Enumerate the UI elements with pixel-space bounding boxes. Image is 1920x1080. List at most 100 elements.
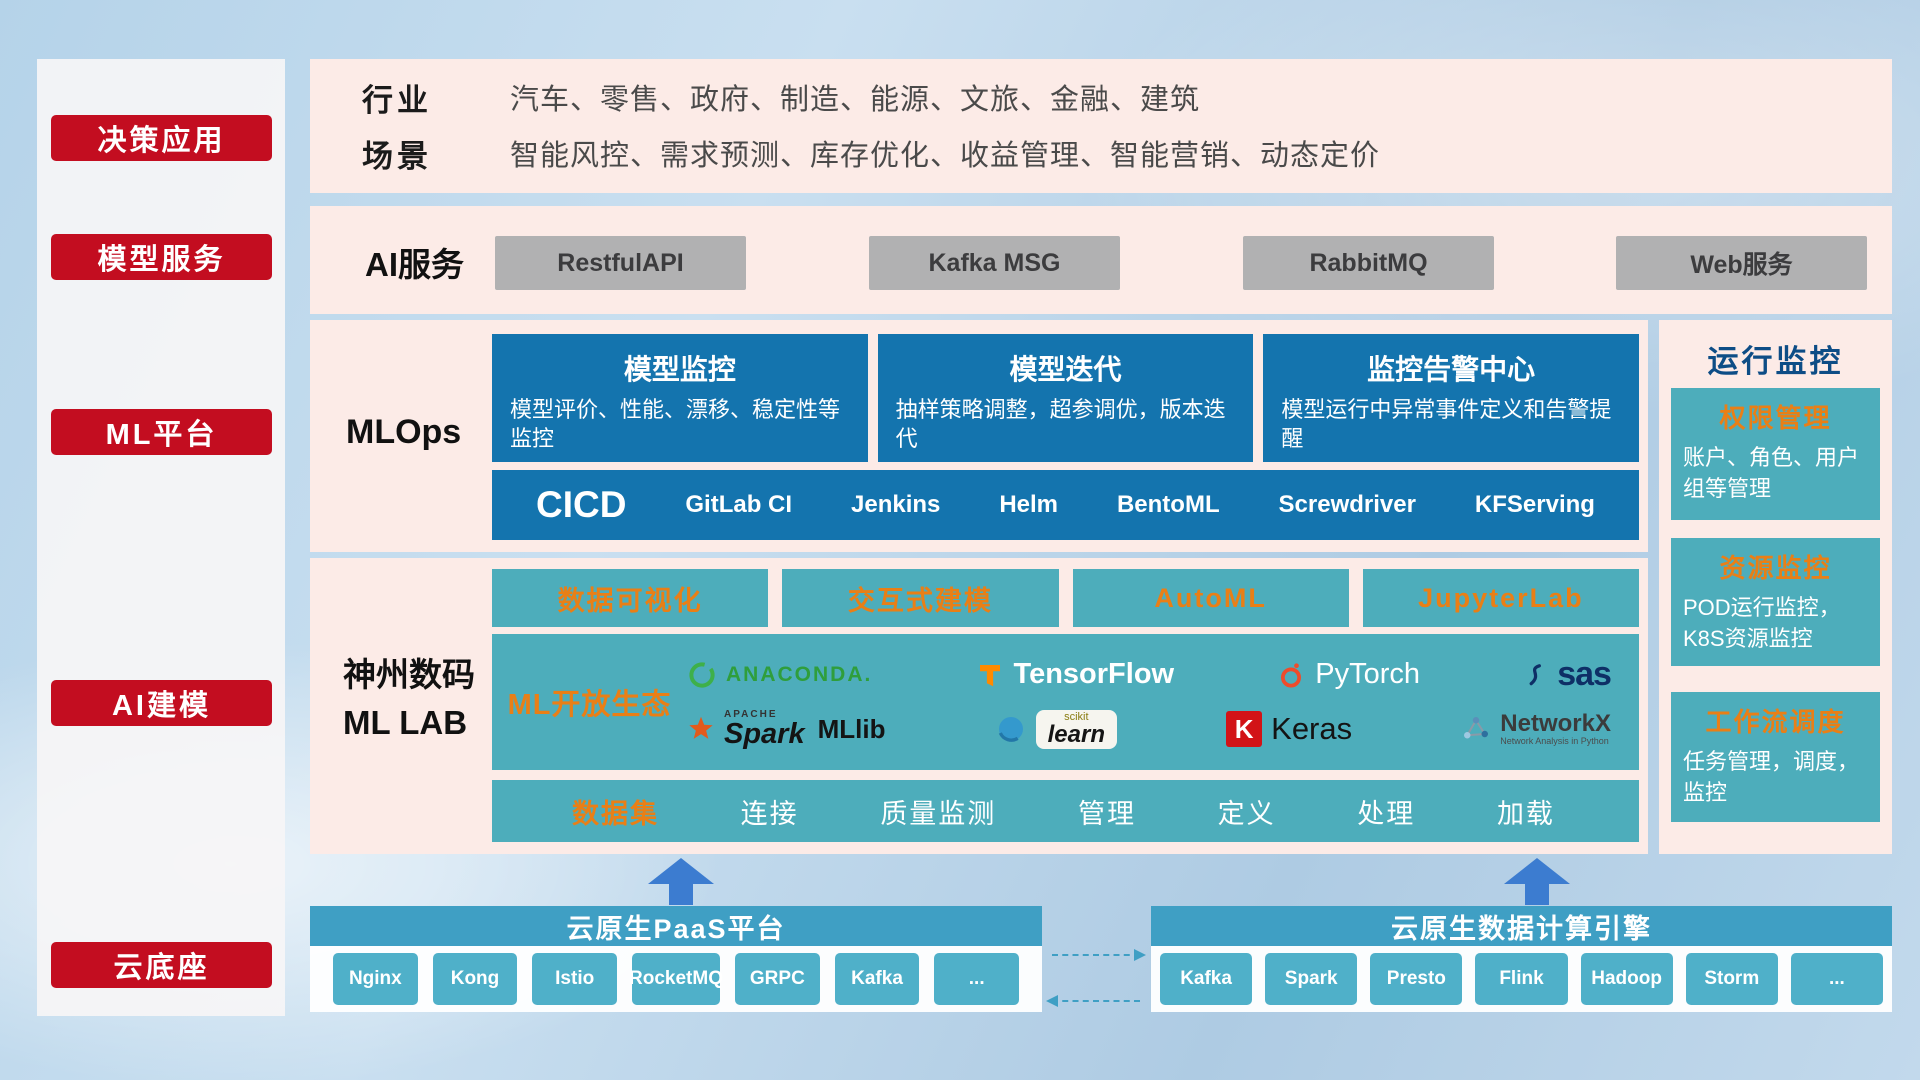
sidebar-item-cloud-base: 云底座 [51, 942, 272, 988]
chip-presto: Presto [1370, 953, 1463, 1005]
networkx-text: NetworkX [1500, 710, 1611, 738]
dataset-bar: 数据集 连接 质量监测 管理 定义 处理 加载 [492, 780, 1639, 842]
card-desc: 任务管理，调度，监控 [1683, 749, 1860, 805]
dataset-item-connect: 连接 [740, 798, 799, 829]
sidebar-item-decision-apps: 决策应用 [51, 115, 272, 161]
ml-lab-label-line1: 神州数码 [343, 656, 475, 693]
tool-automl: AutoML [1072, 569, 1349, 627]
spark-apache-text: APACHE [724, 708, 778, 720]
tool-screwdriver: Screwdriver [1278, 491, 1416, 518]
pytorch-logo: PyTorch [1276, 658, 1420, 691]
service-rabbitmq: RabbitMQ [1243, 236, 1494, 290]
keras-logo: K Keras [1226, 711, 1353, 748]
mllib-text: MLlib [817, 713, 886, 744]
spark-mllib-logo: APACHE Spark MLlib [687, 708, 886, 750]
dashed-arrow-right-icon [1052, 949, 1146, 961]
sidebar: 决策应用 模型服务 ML平台 AI建模 云底座 [37, 59, 285, 1016]
scenario-list: 智能风控、需求预测、库存优化、收益管理、智能营销、动态定价 [510, 140, 1381, 172]
pytorch-text: PyTorch [1315, 658, 1421, 691]
ai-service-label: AI服务 [365, 246, 464, 283]
networkx-logo: NetworkX Network Analysis in Python [1461, 710, 1611, 747]
chip-more: ... [934, 953, 1020, 1005]
card-title: 模型监控 [623, 354, 736, 385]
ml-lab-panel: 神州数码 ML LAB 数据可视化 交互式建模 AutoML JupyterLa… [310, 558, 1648, 854]
sas-icon [1529, 663, 1542, 686]
runtime-monitor-title: 运行监控 [1707, 344, 1844, 379]
tool-bentoml: BentoML [1116, 491, 1220, 518]
scikit-learn-logo: scikit learn [995, 709, 1117, 749]
decision-application-panel: 行业 汽车、零售、政府、制造、能源、文旅、金融、建筑 场景 智能风控、需求预测、… [310, 59, 1892, 193]
dashed-arrow-left-icon [1046, 995, 1140, 1007]
card-workflow-scheduling: 工作流调度 任务管理，调度，监控 [1671, 692, 1880, 822]
chip-spark: Spark [1265, 953, 1358, 1005]
networkx-icon [1464, 717, 1489, 739]
industry-label: 行业 [362, 82, 432, 118]
tensorflow-icon [979, 664, 1000, 687]
paas-platform-header: 云原生PaaS平台 [310, 906, 1042, 946]
card-permission-management: 权限管理 账户、角色、用户组等管理 [1671, 388, 1880, 520]
scenario-row: 场景 智能风控、需求预测、库存优化、收益管理、智能营销、动态定价 [310, 125, 1892, 181]
tool-helm: Helm [999, 491, 1059, 518]
industry-list: 汽车、零售、政府、制造、能源、文旅、金融、建筑 [510, 84, 1201, 116]
anaconda-logo: ANACONDA. [687, 660, 872, 690]
spark-icon [689, 716, 713, 740]
chip-rocketmq: RocketMQ [629, 953, 723, 1005]
spark-text: Spark [724, 717, 805, 750]
dataset-item-manage: 管理 [1077, 798, 1136, 829]
chip-flink: Flink [1475, 953, 1568, 1005]
chip-kafka: Kafka [834, 953, 920, 1005]
scenario-label: 场景 [362, 138, 432, 174]
chip-grpc: GRPC [735, 953, 820, 1005]
paas-platform-strip: Nginx Kong Istio RocketMQ GRPC Kafka ... [310, 946, 1042, 1012]
anaconda-text: ANACONDA. [726, 662, 873, 686]
mlops-label: MLOps [346, 413, 462, 451]
ml-ecosystem-label: ML开放生态 [507, 689, 672, 721]
up-arrow-icon [1504, 858, 1570, 905]
sas-logo: sas [1522, 655, 1612, 694]
industry-row: 行业 汽车、零售、政府、制造、能源、文旅、金融、建筑 [310, 69, 1892, 125]
card-alert-center: 监控告警中心 模型运行中异常事件定义和告警提醒 [1263, 334, 1640, 462]
sas-text: sas [1557, 655, 1612, 694]
scikit-learn-text-box: scikit learn [1035, 709, 1117, 749]
card-title: 工作流调度 [1705, 707, 1846, 737]
sidebar-item-ai-modeling: AI建模 [51, 680, 272, 726]
cicd-label: CICD [536, 484, 627, 525]
ml-lab-label-line2: ML LAB [343, 703, 468, 741]
ml-lab-tools: 数据可视化 交互式建模 AutoML JupyterLab [492, 569, 1639, 627]
up-arrow-icon [648, 858, 714, 905]
card-desc: 模型评价、性能、漂移、稳定性等监控 [510, 397, 841, 451]
data-engine-header: 云原生数据计算引擎 [1151, 906, 1892, 946]
logo-row-1: ANACONDA. TensorFlow PyTorch [687, 655, 1612, 694]
networkx-subtitle: Network Analysis in Python [1500, 736, 1609, 747]
tool-gitlab-ci: GitLab CI [685, 491, 793, 518]
chip-hadoop: Hadoop [1580, 953, 1673, 1005]
chip-more: ... [1790, 953, 1883, 1005]
card-resource-monitoring: 资源监控 POD运行监控，K8S资源监控 [1671, 538, 1880, 666]
sidebar-item-ml-platform: ML平台 [51, 409, 272, 455]
card-desc: 账户、角色、用户组等管理 [1683, 445, 1860, 501]
chip-istio: Istio [532, 953, 618, 1005]
keras-text: Keras [1271, 711, 1353, 747]
sidebar-item-model-service: 模型服务 [51, 234, 272, 280]
card-model-iteration: 模型迭代 抽样策略调整，超参调优，版本迭代 [877, 334, 1254, 462]
service-restfulapi: RestfulAPI [495, 236, 746, 290]
keras-badge-icon: K [1226, 711, 1263, 748]
card-title: 权限管理 [1719, 403, 1832, 433]
tensorflow-logo: TensorFlow [975, 658, 1175, 691]
card-model-monitoring: 模型监控 模型评价、性能、漂移、稳定性等监控 [492, 334, 868, 462]
runtime-monitor-panel: 运行监控 权限管理 账户、角色、用户组等管理 资源监控 POD运行监控，K8S资… [1659, 320, 1892, 854]
tool-data-visualization: 数据可视化 [492, 569, 769, 627]
card-title: 模型迭代 [1009, 354, 1122, 385]
tool-jenkins: Jenkins [851, 491, 941, 518]
mlops-cards: 模型监控 模型评价、性能、漂移、稳定性等监控 模型迭代 抽样策略调整，超参调优，… [492, 334, 1640, 462]
mlops-panel: MLOps 模型监控 模型评价、性能、漂移、稳定性等监控 模型迭代 抽样策略调整… [310, 320, 1648, 552]
dataset-item-load: 加载 [1496, 798, 1555, 829]
ml-ecosystem-logos: ANACONDA. TensorFlow PyTorch [687, 634, 1639, 770]
tensorflow-text: TensorFlow [1013, 658, 1175, 691]
chip-nginx: Nginx [333, 953, 418, 1005]
dataset-item-define: 定义 [1217, 798, 1276, 829]
learn-text: learn [1047, 720, 1105, 748]
data-engine-strip: Kafka Spark Presto Flink Hadoop Storm ..… [1151, 946, 1892, 1012]
spark-text-stack: APACHE Spark [724, 708, 805, 750]
